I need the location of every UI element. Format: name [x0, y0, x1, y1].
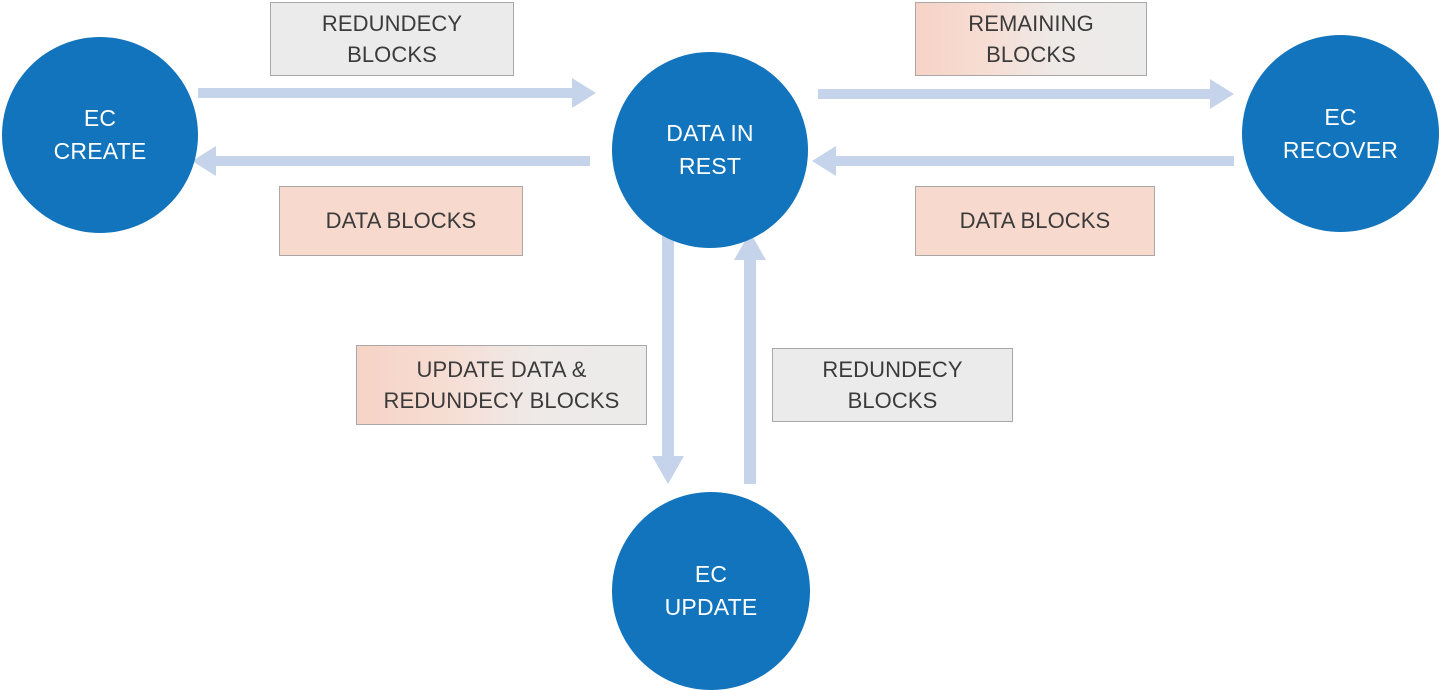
arrow-create-to-rest-icon — [198, 78, 596, 108]
label-box-data-blocks-right: DATA BLOCKS — [915, 186, 1155, 256]
arrow-recover-to-rest-icon — [812, 146, 1234, 176]
node-label-line-1: EC — [1324, 103, 1357, 130]
label-box-data-blocks-left: DATA BLOCKS — [279, 186, 523, 256]
label-line-1: DATA BLOCKS — [325, 208, 477, 234]
node-ec-create: EC CREATE — [2, 37, 198, 233]
label-line-1: REMAINING — [968, 10, 1094, 36]
label-box-remaining-blocks: REMAINING BLOCKS — [915, 2, 1147, 76]
node-label-line-1: EC — [83, 105, 117, 132]
node-label-line-2: RECOVER — [1282, 136, 1399, 163]
node-label-line-1: EC — [694, 561, 728, 588]
node-label-line-2: UPDATE — [664, 594, 758, 620]
label-box-update-data-and-redundecy-blocks: UPDATE DATA & REDUNDECY BLOCKS — [356, 345, 647, 425]
label-line-1: UPDATE DATA & — [416, 356, 587, 382]
arrow-update-to-rest-icon — [734, 232, 766, 484]
label-line-1: REDUNDECY — [822, 356, 963, 382]
node-data-in-rest: DATA IN REST — [612, 52, 808, 248]
label-box-redundecy-blocks-top-left: REDUNDECY BLOCKS — [270, 2, 514, 76]
label-line-2: BLOCKS — [986, 42, 1076, 67]
node-label-line-1: DATA IN — [666, 120, 754, 147]
arrow-rest-to-recover-icon — [818, 79, 1234, 109]
node-ec-update: EC UPDATE — [612, 492, 810, 690]
node-label-line-2: CREATE — [53, 138, 147, 164]
label-line-1: DATA BLOCKS — [959, 208, 1111, 234]
label-box-redundecy-blocks-bottom-right: REDUNDECY BLOCKS — [772, 348, 1013, 422]
label-line-2: REDUNDECY BLOCKS — [383, 388, 620, 413]
label-line-1: REDUNDECY — [321, 10, 463, 36]
node-label-line-2: REST — [678, 153, 742, 179]
arrow-rest-to-update-icon — [652, 232, 684, 484]
node-ec-recover: EC RECOVER — [1242, 35, 1439, 232]
label-line-2: BLOCKS — [347, 42, 437, 67]
arrow-rest-to-create-icon — [192, 146, 590, 176]
label-line-2: BLOCKS — [847, 388, 938, 413]
